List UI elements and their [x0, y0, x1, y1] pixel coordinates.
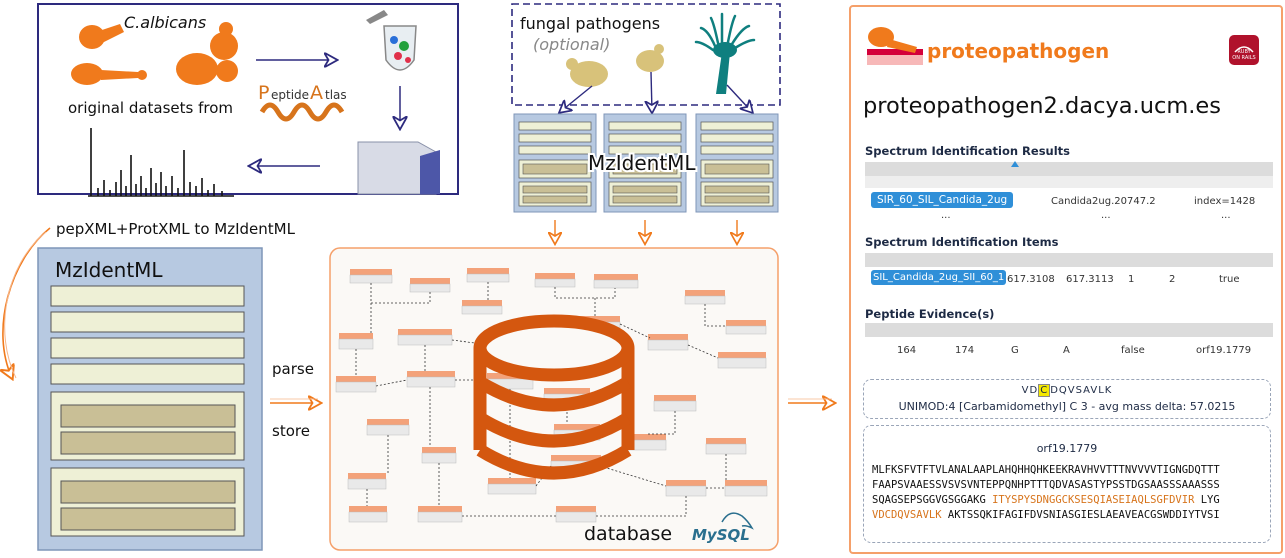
conversion-label: pepXML+ProtXML to MzIdentML [56, 220, 296, 238]
pe-section-title: Peptide Evidence(s) [865, 307, 995, 321]
pe-val-3: G [1011, 345, 1019, 356]
sir-pill[interactable]: SIR_60_SIL_Candida_2ug [871, 192, 1014, 208]
yeast-pathogen-icon [566, 44, 664, 87]
seq-line-2: FAAPSVAAESSVSVSVNTEPPQNHPTTTQDVASASTYPSS… [872, 479, 1220, 491]
mzid-files-label: MzIdentML [588, 151, 696, 175]
species-label: C.albicans [124, 13, 206, 32]
mass-spectrometer-icon [357, 141, 440, 195]
seq-line-1: MLFKSFVTFTVLANALAAPLAHQHHQHKEEKRAVHVVTTT… [872, 464, 1220, 476]
pe-val-6: orf19.1779 [1196, 345, 1252, 356]
svg-text:tlas: tlas [325, 88, 347, 102]
sort-up-icon[interactable] [1010, 160, 1020, 168]
aspergillus-icon [694, 12, 756, 94]
sir-col2: Candida2ug.20747.2 [1051, 196, 1156, 207]
rails-badge: RUBY ON RAILS [1229, 35, 1259, 65]
store-label: store [272, 422, 310, 440]
spectrum-plot-icon [88, 128, 234, 197]
database-label: database [584, 523, 672, 545]
brand-title[interactable]: proteopathogen [927, 39, 1110, 63]
sir-section-title: Spectrum Identification Results [865, 144, 1071, 158]
pe-val-4: A [1063, 345, 1070, 356]
sir-ellipsis-1: ... [941, 210, 951, 221]
sir-col3: index=1428 [1194, 196, 1256, 207]
protein-id: orf19.1779 [1036, 442, 1098, 455]
pe-val-2: 174 [955, 345, 975, 356]
seq-line-3-plain: SQAGSEPSGGVGSGGAKG [872, 494, 993, 506]
parse-label: parse [272, 360, 314, 378]
mzid-box-title: MzIdentML [55, 258, 163, 282]
mzid-doc-3 [695, 113, 779, 213]
peptide-after: DQVSAVLK [1050, 385, 1113, 396]
peptide-before: VD [1021, 385, 1039, 396]
svg-text:P: P [258, 82, 269, 104]
arrow-pathogen-1 [560, 85, 593, 112]
sii-val-3: 1 [1128, 274, 1135, 285]
mysql-logo: MySQL [692, 526, 750, 544]
sii-val-4: 2 [1169, 274, 1176, 285]
site-url: proteopathogen2.dacya.ucm.es [863, 93, 1221, 119]
pathogens-title: fungal pathogens [520, 14, 660, 33]
arrow-pathogen-3 [726, 84, 752, 112]
c-albicans-cells-icon [71, 22, 238, 85]
seq-line-4: VDCDQVSAVLK AKTSSQKIFAGIFDVSNIASGIESLAEA… [872, 509, 1220, 521]
pipeline-diagram: C.albicans original datasets from P epti… [0, 3, 848, 551]
mzid-doc-1 [513, 113, 597, 213]
sii-pill[interactable]: SIL_Candida_2ug_SII_60_1 [871, 270, 1007, 285]
mzid-big-box [37, 247, 263, 551]
sir-header-bar [865, 162, 1273, 176]
mysql-dolphin-icon [721, 512, 754, 530]
modified-residue: C [1038, 384, 1051, 397]
mzid-doc-2 [603, 113, 687, 213]
protein-sequence-box: orf19.1779 MLFKSFVTFTVLANALAAPLAHQHHQHKE… [863, 425, 1271, 543]
sii-val-2: 617.3113 [1066, 274, 1114, 285]
sample-tube-icon [366, 10, 417, 71]
sii-section-title: Spectrum Identification Items [865, 235, 1059, 249]
pathogens-subtitle: (optional) [533, 35, 610, 54]
svg-text:A: A [310, 82, 323, 104]
sir-ellipsis-3: ... [1221, 210, 1231, 221]
pe-header-bar [865, 323, 1273, 337]
svg-text:eptide: eptide [271, 88, 309, 102]
database-cylinder-icon [473, 314, 635, 480]
arrow-pathogen-2 [651, 71, 652, 112]
pe-val-1: 164 [897, 345, 917, 356]
web-app-panel: proteopathogen RUBY ON RAILS proteopatho… [849, 5, 1283, 554]
pe-val-5: false [1121, 345, 1145, 356]
sii-val-5: true [1219, 274, 1240, 285]
sii-val-1: 617.3108 [1007, 274, 1055, 285]
rails-badge-line2: ON RAILS [1232, 55, 1256, 61]
mzidentml-files [513, 113, 779, 213]
datasets-label: original datasets from [68, 99, 233, 117]
proteopathogen-logo-icon [867, 27, 923, 65]
seq-line-3-tail: LYG [1194, 494, 1220, 506]
seq-line-3-peptide: ITYSPYSDNGGCKSESQIASEIAQLSGFDVIR [992, 494, 1195, 506]
peptide-atlas-logo: P eptide A tlas [258, 82, 347, 122]
seq-line-4-tail: AKTSSQKIFAGIFDVSNIASGIESLAEAVEACGSWDDIYT… [941, 509, 1220, 521]
seq-line-3: SQAGSEPSGGVGSGGAKG ITYSPYSDNGGCKSESQIASE… [872, 494, 1220, 506]
sii-header-bar [865, 253, 1273, 267]
rails-badge-line1: RUBY [1237, 49, 1251, 55]
sir-ellipsis-2: ... [1101, 210, 1111, 221]
seq-line-4-peptide: VDCDQVSAVLK [872, 509, 942, 521]
modification-detail: UNIMOD:4 [Carbamidomethyl] C 3 - avg mas… [898, 400, 1236, 413]
